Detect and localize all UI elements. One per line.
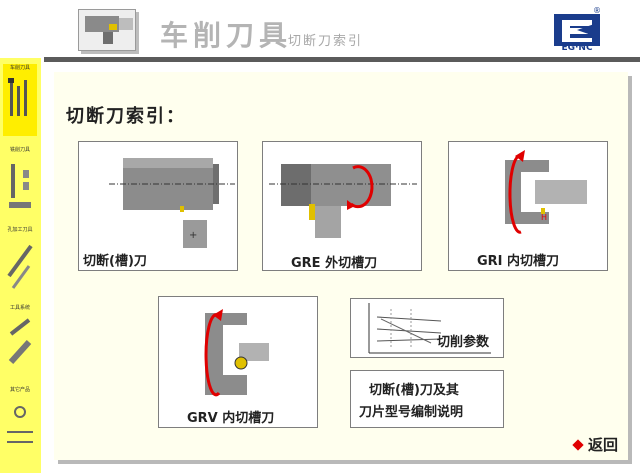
back-button[interactable]: 返回 (588, 436, 619, 454)
header: 车削刀具 切断刀索引 ® EG·NC (0, 0, 640, 70)
page-title: 车削刀具 (160, 19, 293, 52)
sidebar-item-milling[interactable]: 铣削刀具 (3, 146, 37, 218)
card-cutoff-tool[interactable]: + 切断(槽)刀 (78, 141, 238, 271)
card-label: GRI 内切槽刀 (477, 254, 560, 269)
gri-tool-icon: H (505, 150, 587, 234)
header-divider (44, 57, 640, 62)
card-label-line1: 切断(槽)刀及其 (369, 383, 459, 398)
card-label-line2: 刀片型号编制说明 (359, 405, 464, 420)
sidebar-item-label: 车削刀具 (9, 65, 30, 71)
cutting-parameters-chart-icon (368, 303, 491, 354)
page-subtitle: 切断刀索引 (288, 34, 364, 49)
card-label: 切削参数 (437, 335, 490, 350)
card-label: GRE 外切槽刀 (291, 256, 378, 271)
cutoff-tool-icon: + (109, 158, 235, 248)
sidebar-item-label: 其它产品 (9, 387, 30, 393)
grv-tool-icon (204, 309, 269, 397)
sidebar-item-label: 工具系统 (9, 305, 30, 311)
milling-tools-icon (9, 164, 31, 208)
card-gri-tool[interactable]: H GRI 内切槽刀 (448, 141, 608, 271)
sidebar-item-turning[interactable]: 车削刀具 (3, 64, 37, 136)
card-cutting-parameters[interactable]: 切削参数 (350, 298, 504, 358)
sidebar: 车削刀具 铣削刀具 孔加工刀具 工具系统 其它产品 (0, 58, 41, 473)
sidebar-item-holemaking[interactable]: 孔加工刀具 (3, 226, 37, 298)
brand-logo-icon (554, 14, 600, 46)
logo-registered: ® (593, 6, 601, 15)
card-gre-tool[interactable]: GRE 外切槽刀 (262, 141, 422, 271)
card-label: GRV 内切槽刀 (187, 411, 275, 426)
logo-text: EG·NC (561, 43, 593, 53)
card-model-explanation[interactable]: 切断(槽)刀及其 刀片型号编制说明 (350, 370, 504, 428)
svg-text:H: H (541, 213, 547, 222)
tool-system-icon (8, 318, 32, 365)
other-products-icon (7, 406, 33, 443)
card-grv-tool[interactable]: GRV 内切槽刀 (158, 296, 318, 428)
sidebar-item-label: 铣削刀具 (9, 147, 30, 153)
hole-tools-icon (7, 244, 33, 289)
card-label: 切断(槽)刀 (83, 254, 147, 269)
sidebar-item-other[interactable]: 其它产品 (3, 386, 37, 458)
gre-tool-icon (269, 164, 417, 238)
turning-tools-icon (8, 78, 27, 116)
section-title: 切断刀索引： (66, 106, 186, 127)
header-thumbnail (78, 9, 136, 51)
sidebar-item-tool-system[interactable]: 工具系统 (3, 304, 37, 376)
sidebar-item-label: 孔加工刀具 (7, 227, 33, 233)
svg-text:+: + (189, 230, 197, 241)
